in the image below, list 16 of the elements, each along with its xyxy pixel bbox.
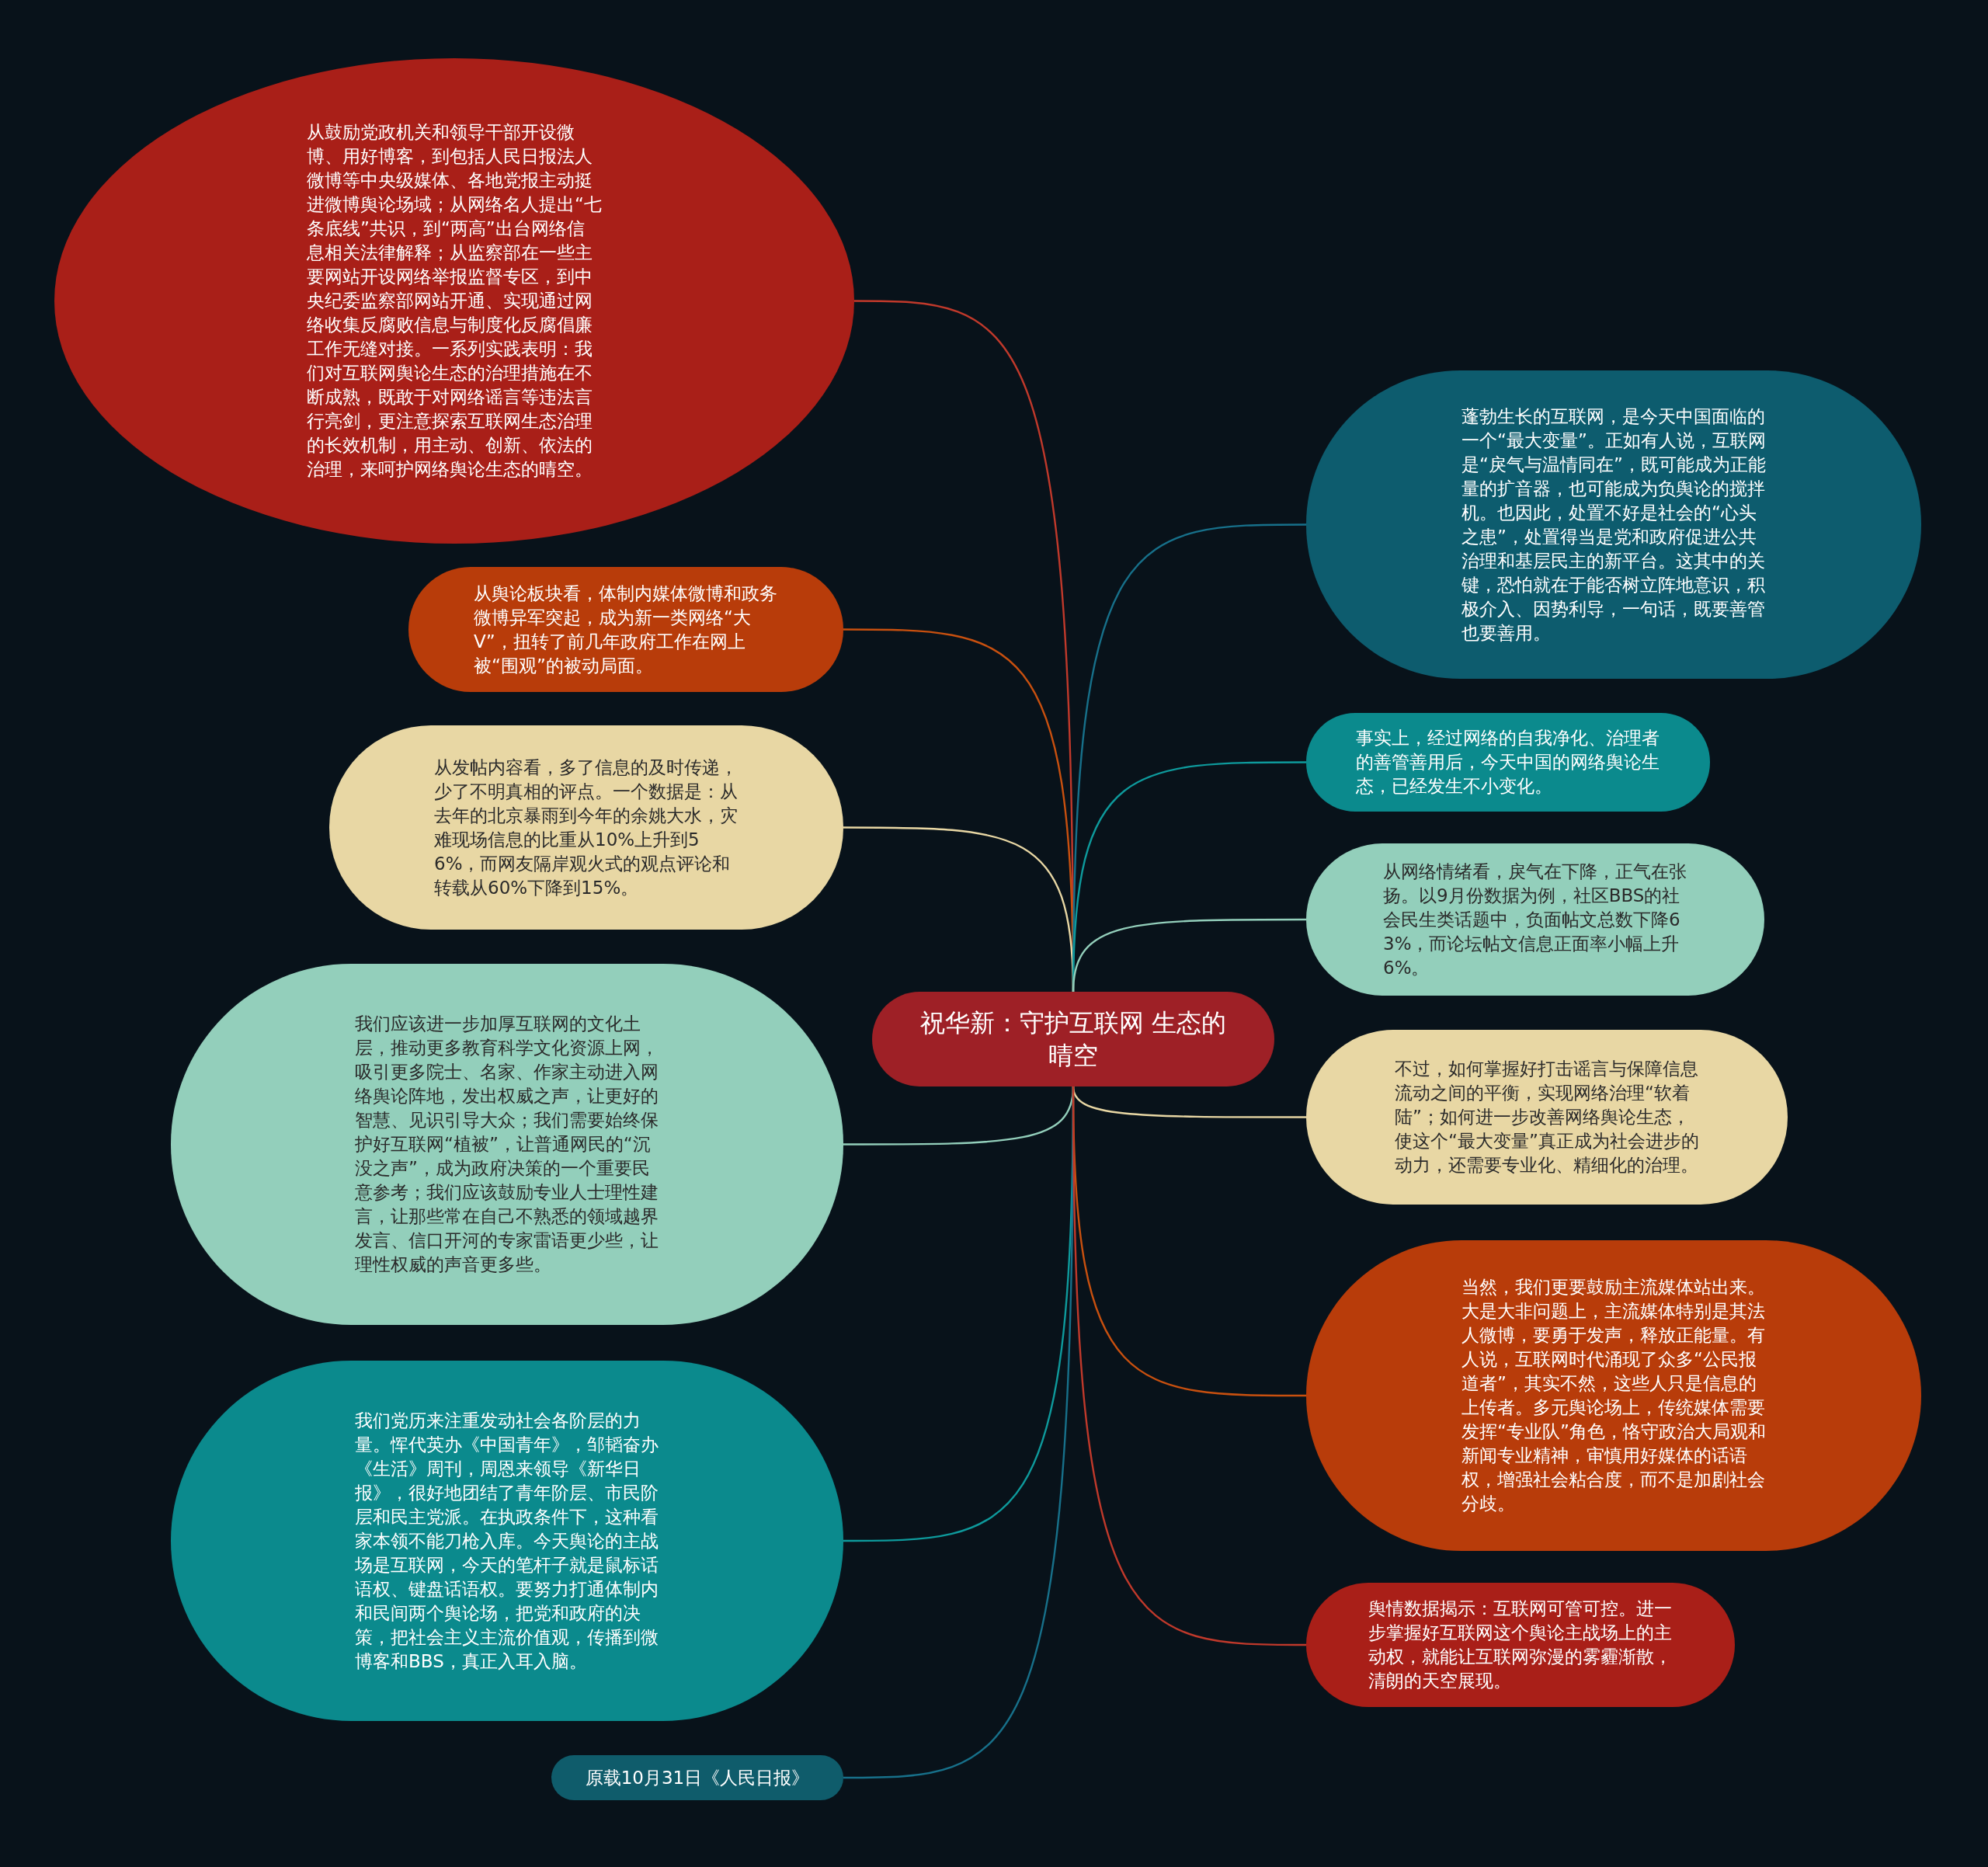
topic-text: 我们应该进一步加厚互联网的文化土层，推动更多教育科学文化资源上网，吸引更多院士、名家、作家主动进入网络舆论阵地，发出权威之声，让更好的智慧、见识引导大众；我们需要始终保护好互联网“植被”，让普通网民的“沉没之声”，成为政府决策的一个重要民意参考；我们应该鼓励专业人士理性建言，让那些常在自己不熟悉的领域越界发言、信口开河的专家雷语更少些，让理性权威的声音更多些。 — [355, 1013, 659, 1276]
topic-text: 不过，如何掌握好打击谣言与保障信息流动之间的平衡，实现网络治理“软着陆”；如何进一步改善网络舆论生态，使这个“最大变量”真正成为社会进步的动力，还需要专业化、精细化的治理。 — [1395, 1058, 1699, 1177]
topic-text: 从舆论板块看，体制内媒体微博和政务微博异军突起，成为新一类网络“大V”，扭转了前几年政府工作在网上被“围观”的被动局面。 — [474, 582, 778, 677]
topic-text: 当然，我们更要鼓励主流媒体站出来。大是大非问题上，主流媒体特别是其法人微博，要勇于发声，释放正能量。有人说，互联网时代涌现了众多“公民报道者”，其实不然，这些人只是信息的上传者。多元舆论场上，传统媒体需要发挥“专业队”角色，恪守政治大局观和新闻专业精神，审慎用好媒体的话语权，增强社会粘合度，而不是加剧社会分歧。 — [1461, 1276, 1766, 1515]
topic-text: 蓬勃生长的互联网，是今天中国面临的一个“最大变量”。正如有人说，互联网是“戾气与温情同在”，既可能成为正能量的扩音器，也可能成为负舆论的搅拌机。也因此，处置不好是社会的“心头之患”，处置得当是党和政府促进公共治理和基层民主的新平台。这其中的关键，恐怕就在于能否树立阵地意识，积极介入、因势利导，一句话，既要善管也要善用。 — [1461, 405, 1766, 645]
topic-text: 祝华新：守护互联网 生态的晴空 — [919, 1007, 1228, 1072]
connector-line — [1072, 918, 1306, 993]
topic-text: 从网络情绪看，戾气在下降，正气在张扬。以9月份数据为例，社区BBS的社会民生类话题中，负面帖文总数下降63%，而论坛帖文信息正面率小幅上升6%。 — [1383, 860, 1687, 979]
topic-text: 舆情数据揭示：互联网可管可控。进一步掌握好互联网这个舆论主战场上的主动权，就能让互联网弥漫的雾霾渐散，清朗的天空展现。 — [1368, 1598, 1673, 1692]
topic-text: 从鼓励党政机关和领导干部开设微博、用好博客，到包括人民日报法人微博等中央级媒体、各地党报主动挺进微博舆论场域；从网络名人提出“七条底线”共识，到“两高”出台网络信息相关法律解释；从监察部在一些主要网站开设网络举报监督专区，到中央纪委监察部网站开通、实现通过网络收集反腐败信息与制度化反腐倡廉工作无缝对接。一系列实践表明：我们对互联网舆论生态的治理措施在不断成熟，既敢于对网络谣言等违法言行亮剑，更注意探索互联网生态治理的长效机制，用主动、创新、依法的治理，来呵护网络舆论生态的晴空。 — [307, 121, 602, 481]
topic-text: 我们党历来注重发动社会各阶层的力量。恽代英办《中国青年》，邹韬奋办《生活》周刊，周恩来领导《新华日报》，很好地团结了青年阶层、市民阶层和民主党派。在执政条件下，这种看家本领不能刀枪入库。今天舆论的主战场是互联网，今天的笔杆子就是鼠标话语权、键盘话语权。要努力打通体制内和民间两个舆论场，把党和政府的决策，把社会主义主流价值观，传播到微博客和BBS，真正入耳入脑。 — [355, 1409, 659, 1673]
topic-node — [551, 1755, 843, 1800]
topic-text: 原载10月31日《人民日报》 — [584, 1766, 811, 1789]
connector-line — [1072, 1086, 1306, 1646]
topic-text: 从发帖内容看，多了信息的及时传递，少了不明真相的评点。一个数据是：从去年的北京暴雨到今年的余姚大水，灾难现场信息的比重从10%上升到56%，而网友隔岸观火式的观点评论和转载从60%下降到15%。 — [434, 756, 739, 899]
topic-text: 事实上，经过网络的自我净化、治理者的善管善用后，今天中国的网络舆论生态，已经发生不小变化。 — [1356, 727, 1660, 798]
